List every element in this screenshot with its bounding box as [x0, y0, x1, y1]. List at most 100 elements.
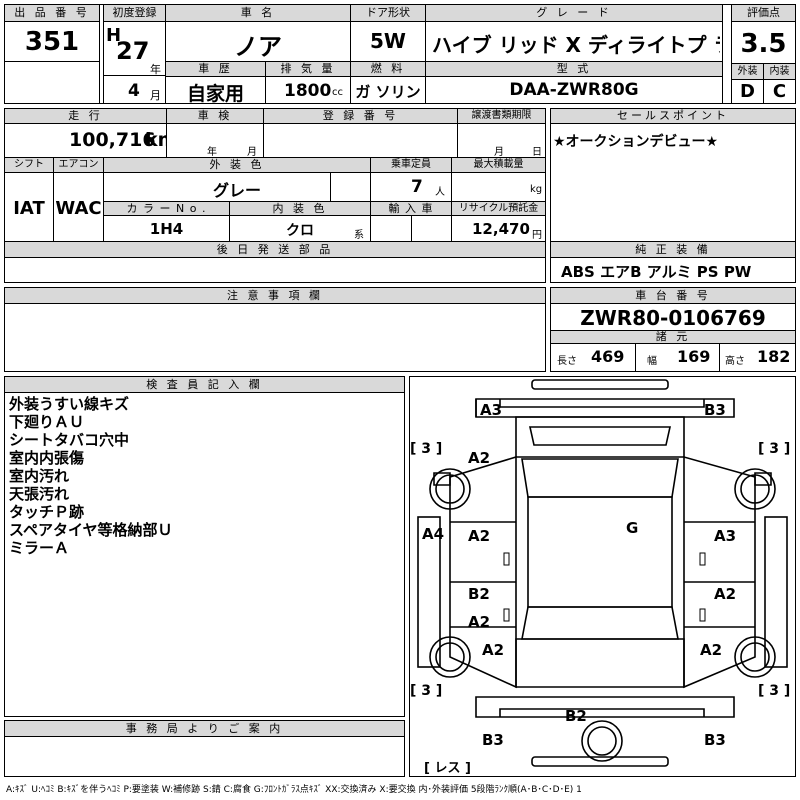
- right-body: [683, 455, 756, 689]
- height-label: 高さ: [725, 356, 745, 367]
- color-box: 外 装 色 グレー: [103, 157, 371, 202]
- lot-box: 出 品 番 号 351: [4, 4, 100, 104]
- front-bumper-top: [531, 379, 669, 390]
- height: 182: [757, 347, 791, 366]
- sales-text: ★オークションデビュー★: [553, 134, 719, 150]
- int-grade: C: [772, 81, 787, 102]
- regno-label: 登 録 番 号: [264, 109, 457, 124]
- damage-left-fender: A2: [468, 449, 491, 467]
- ac-label: エアコン: [54, 158, 103, 173]
- office-box: 事 務 局 よ り ご 案 内: [4, 720, 405, 777]
- int-color-label: 内 装 色: [230, 202, 370, 216]
- width-label: 幅: [647, 356, 657, 367]
- first-reg-label: 初度登録: [104, 5, 165, 22]
- sales-label: セールスポイント: [551, 109, 795, 124]
- width: 169: [677, 347, 711, 366]
- model: DAA-ZWR80G: [509, 80, 639, 100]
- import-label: 輸 入 車: [371, 202, 451, 216]
- ac-box: エアコン WAC: [53, 157, 104, 242]
- displacement-label: 排 気 量: [266, 62, 350, 77]
- recycle-box: リサイクル預託金 12,470 円: [451, 201, 546, 242]
- color-no-box: カ ラ ー N o . 1H4: [103, 201, 230, 242]
- displacement: 1800: [284, 81, 332, 101]
- fuel: ガ ソリン: [355, 83, 421, 101]
- left-side-sill: [417, 516, 441, 668]
- remark-item: シートタバコ穴中: [9, 431, 130, 449]
- capacity-box: 乗車定員 7 人: [370, 157, 452, 202]
- sales-box: セールスポイント ★オークションデビュー★: [550, 108, 796, 242]
- import-box: 輸 入 車: [370, 201, 452, 242]
- spare-tire: [581, 720, 623, 762]
- score-box: 評価点 3.5 外装 内装 D C: [731, 4, 796, 104]
- tire-rr-tread: [ 3 ]: [758, 683, 791, 699]
- door-box: ドア形状 5W: [350, 4, 426, 62]
- left-body: [449, 455, 517, 689]
- grade: ハイブ リッド X ディライトプ ラス: [432, 33, 720, 57]
- insp-month-unit: 月: [247, 147, 257, 158]
- notes-box: 注 意 事 項 欄: [4, 287, 546, 372]
- equip: ABS エアB アルミ PS PW: [561, 263, 752, 281]
- transfer-month-unit: 月: [494, 147, 504, 158]
- later-parts-box: 後 日 発 送 部 品: [4, 241, 546, 283]
- damage-front-right: B3: [704, 401, 726, 419]
- damage-left-rear-door-a: A2: [468, 613, 491, 631]
- rear-gate: [515, 638, 685, 688]
- int-color: クロ: [286, 223, 314, 239]
- recycle-unit: 円: [532, 230, 542, 241]
- transfer-day-unit: 日: [532, 147, 542, 158]
- chassis-label: 車 台 番 号: [551, 288, 795, 304]
- tire-front-right: [734, 468, 776, 510]
- fuel-label: 燃 料: [351, 62, 425, 77]
- color-no-label: カ ラ ー N o .: [104, 202, 229, 216]
- ac: WAC: [55, 198, 102, 219]
- rear-bumper-bottom: [531, 756, 669, 767]
- car-name-label: 車 名: [166, 5, 350, 22]
- transfer-box: 譲渡書類期限 月 日: [457, 108, 546, 158]
- tire-rear-left: [429, 636, 471, 678]
- model-label: 型 式: [426, 62, 722, 77]
- spec-label: 諸 元: [551, 330, 795, 344]
- remark-item: 室内内張傷: [9, 449, 85, 467]
- office-label: 事 務 局 よ り ご 案 内: [5, 721, 404, 737]
- tire-fr-tread: [ 3 ]: [758, 441, 791, 457]
- tire-front-left: [429, 468, 471, 510]
- remark-item: スペアタイヤ等格納部Ｕ: [9, 521, 173, 539]
- score: 3.5: [740, 29, 787, 59]
- lot-no-label: 出 品 番 号: [5, 5, 99, 22]
- later-parts-label: 後 日 発 送 部 品: [5, 242, 545, 258]
- remark-item: タッチＰ跡: [9, 503, 85, 521]
- int-label: 内装: [764, 64, 795, 80]
- inspection-box: 車 検 年 月: [166, 108, 264, 158]
- mileage: 100,716: [69, 129, 156, 151]
- shift: IAT: [13, 198, 45, 219]
- right-mirror: [754, 472, 772, 486]
- tire-rear-right: [734, 636, 776, 678]
- notes-label: 注 意 事 項 欄: [5, 288, 545, 304]
- right-side-sill: [764, 516, 788, 668]
- transfer-label: 譲渡書類期限: [458, 109, 545, 124]
- mileage-box: 走 行 100,716 km: [4, 108, 177, 158]
- damage-left-sill: A4: [422, 525, 445, 543]
- car-diagram: A3 B3 A2 G A4 A2 A3 B2 A2 A2 A2 A2 B2 B3…: [409, 376, 796, 777]
- damage-rear-left: B3: [482, 731, 504, 749]
- remark-item: ミラーＡ: [9, 539, 70, 557]
- reg-year: 27: [116, 37, 150, 65]
- history-box: 車 歴 自家用: [165, 61, 266, 105]
- recycle: 12,470: [472, 220, 530, 238]
- damage-right-rear-door: A2: [714, 585, 737, 603]
- spare-tire-status: [ レス ]: [424, 761, 471, 776]
- fuel-box: 燃 料 ガ ソリン: [350, 61, 426, 104]
- windshield: [521, 458, 679, 498]
- insp-year-unit: 年: [207, 147, 217, 158]
- shift-box: シフト IAT: [4, 157, 54, 242]
- history: 自家用: [186, 83, 244, 105]
- first-reg-box: 初度登録 H 27 年 4 月: [103, 4, 166, 104]
- inspection-label: 車 検: [167, 109, 263, 124]
- history-label: 車 歴: [166, 62, 265, 77]
- regno-box: 登 録 番 号: [263, 108, 458, 158]
- length: 469: [591, 347, 625, 366]
- recycle-label: リサイクル預託金: [452, 202, 545, 216]
- color-label: 外 装 色: [104, 158, 370, 173]
- capacity: 7: [411, 177, 423, 197]
